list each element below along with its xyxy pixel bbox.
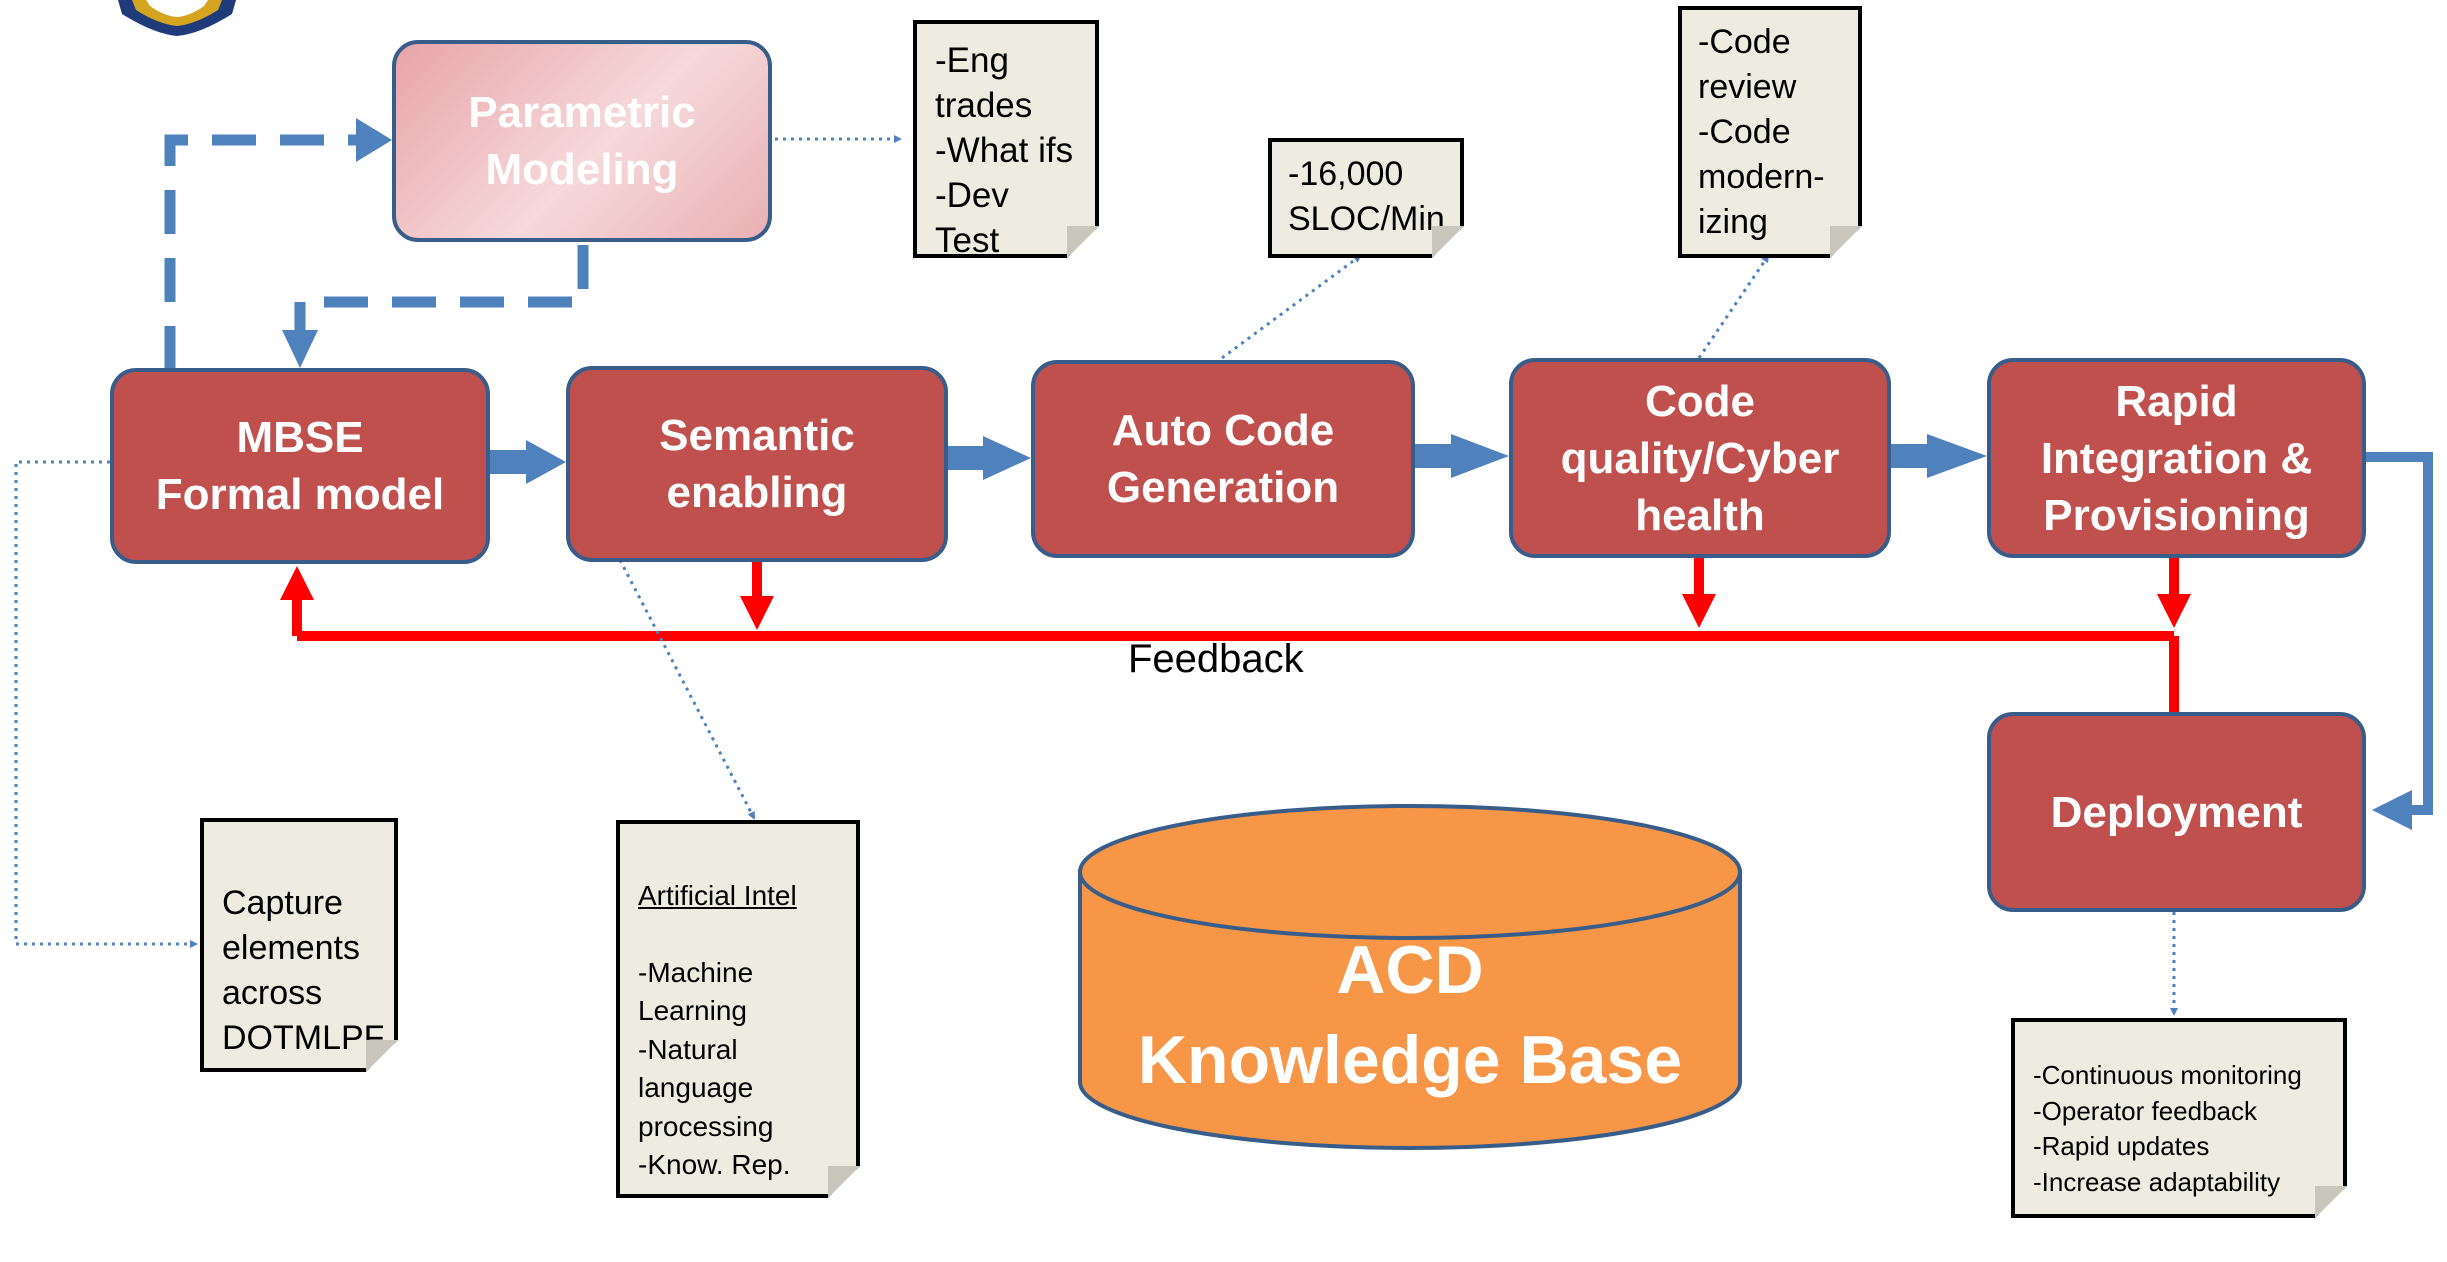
arrowhead-to-mbse: [282, 330, 318, 368]
to-deployment-connector: [2366, 452, 2433, 815]
note-eng-trades: -Eng trades -What ifs -Dev Test: [913, 20, 1099, 258]
semantic-enabling-node[interactable]: Semantic enabling: [566, 366, 948, 562]
note-sloc: -16,000 SLOC/Min: [1268, 138, 1464, 258]
capture-text: Capture elements across DOTMLPF: [222, 884, 385, 1057]
main-flow-arrows: [490, 434, 1987, 484]
note-fold-icon: [1432, 226, 1464, 258]
feedback-loop: [292, 556, 2179, 712]
parametric-loop-connector: [164, 134, 589, 370]
auto-code-generation-node[interactable]: Auto Code Generation: [1031, 360, 1415, 558]
feedback-label: Feedback: [1128, 637, 1304, 681]
logo-shield-icon: [118, 0, 236, 36]
note-code-review: -Code review -Code modern- izing: [1678, 6, 1862, 258]
annotation-leaders: [14, 135, 2178, 1016]
note-fold-icon: [366, 1040, 398, 1072]
note-capture-dotmlpf: Capture elements across DOTMLPF (PPPPPPP…: [200, 818, 398, 1072]
note-fold-icon: [828, 1166, 860, 1198]
mbse-formal-model-node[interactable]: MBSE Formal model: [110, 368, 490, 564]
deployment-node[interactable]: Deployment: [1987, 712, 2366, 912]
connectors-layer: [14, 0, 2433, 1150]
knowledge-base-title: ACD Knowledge Base: [1137, 932, 1683, 1098]
note-fold-icon: [1830, 226, 1862, 258]
arrowhead-to-deployment: [2372, 790, 2412, 830]
parametric-modeling-node[interactable]: Parametric Modeling: [392, 40, 772, 242]
diagram-canvas: Parametric Modeling MBSE Formal model Se…: [14, 0, 2433, 1218]
ai-title: Artificial Intel: [638, 879, 797, 911]
note-artificial-intel: Artificial Intel -Machine Learning -Natu…: [616, 820, 860, 1198]
feedback-arrowheads: [280, 566, 2191, 630]
arrowhead-to-parametric: [356, 118, 392, 162]
note-fold-icon: [2315, 1186, 2347, 1218]
rapid-integration-node[interactable]: Rapid Integration & Provisioning: [1987, 358, 2366, 558]
note-fold-icon: [1067, 226, 1099, 258]
code-quality-node[interactable]: Code quality/Cyber health: [1509, 358, 1891, 558]
knowledge-base-cylinder: [1078, 804, 1742, 1150]
note-deployment-items: -Continuous monitoring -Operator feedbac…: [2011, 1018, 2347, 1218]
